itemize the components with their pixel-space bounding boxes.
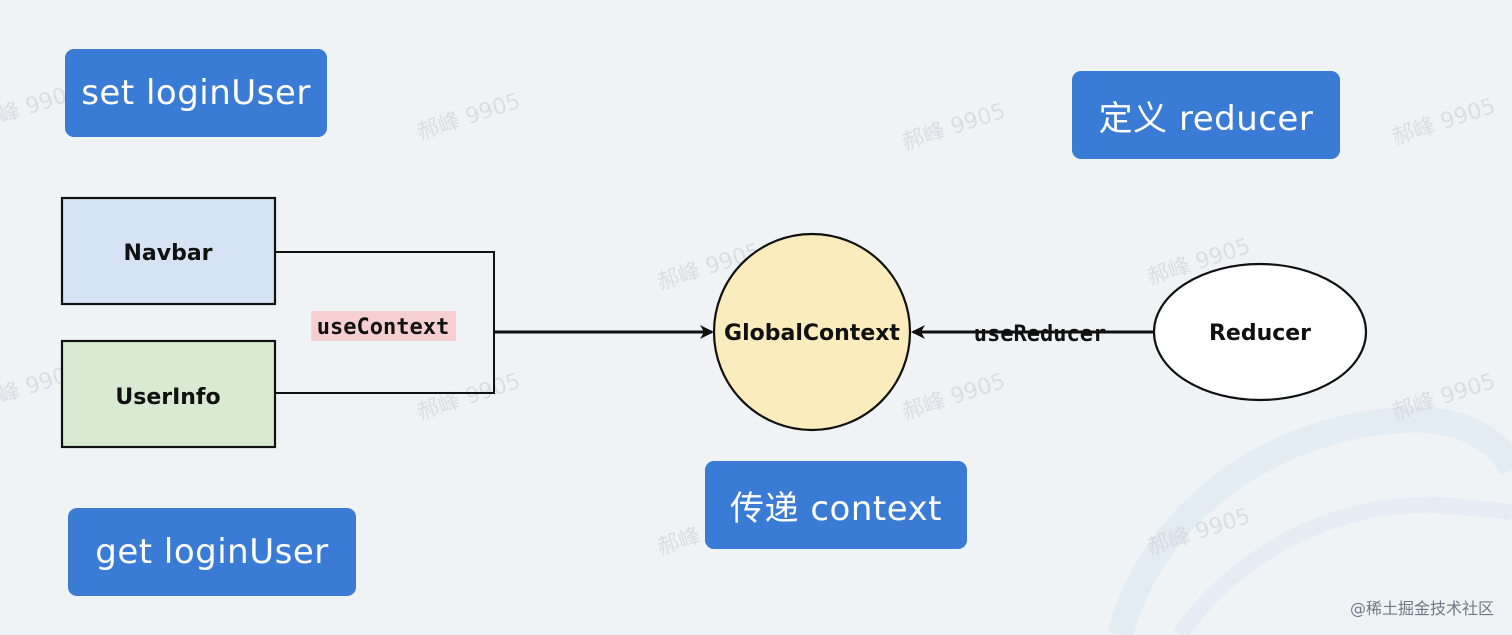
set-login-user-callout: set loginUser bbox=[65, 49, 327, 137]
component-bracket-connector bbox=[276, 251, 495, 394]
navbar-label: Navbar bbox=[123, 241, 212, 266]
use-context-highlight bbox=[311, 311, 456, 341]
get-login-user-callout: get loginUser bbox=[68, 508, 356, 596]
global-context-label: GlobalContext bbox=[724, 321, 900, 346]
watermark-text: 郝峰 9905 bbox=[899, 99, 1008, 156]
navbar-node: Navbar bbox=[60, 196, 277, 306]
use-reducer-label: useReducer bbox=[974, 322, 1106, 347]
user-info-label: UserInfo bbox=[115, 385, 220, 410]
background-swoosh bbox=[1173, 496, 1512, 635]
use-context-label: useContext bbox=[317, 315, 449, 340]
reducer-label: Reducer bbox=[1209, 321, 1311, 346]
watermark-text: 郝峰 9905 bbox=[899, 369, 1008, 426]
watermark-text: 郝峰 9905 bbox=[414, 369, 523, 426]
reducer-ellipse bbox=[1152, 262, 1368, 402]
define-reducer-callout: 定义 reducer bbox=[1072, 71, 1340, 159]
watermark-text: 郝峰 9905 bbox=[414, 89, 523, 146]
navbar-box bbox=[60, 196, 277, 306]
background-swoosh bbox=[1107, 406, 1512, 635]
global-context-node: GlobalContext bbox=[712, 232, 912, 432]
source-credit: @稀土掘金技术社区 bbox=[1349, 599, 1494, 618]
user-info-node: UserInfo bbox=[60, 339, 277, 449]
global-context-circle bbox=[712, 232, 912, 432]
watermark-text: 郝峰 9905 bbox=[1389, 94, 1498, 151]
reducer-node: Reducer bbox=[1152, 262, 1368, 402]
user-info-box bbox=[60, 339, 277, 449]
pass-context-callout: 传递 context bbox=[705, 461, 967, 549]
